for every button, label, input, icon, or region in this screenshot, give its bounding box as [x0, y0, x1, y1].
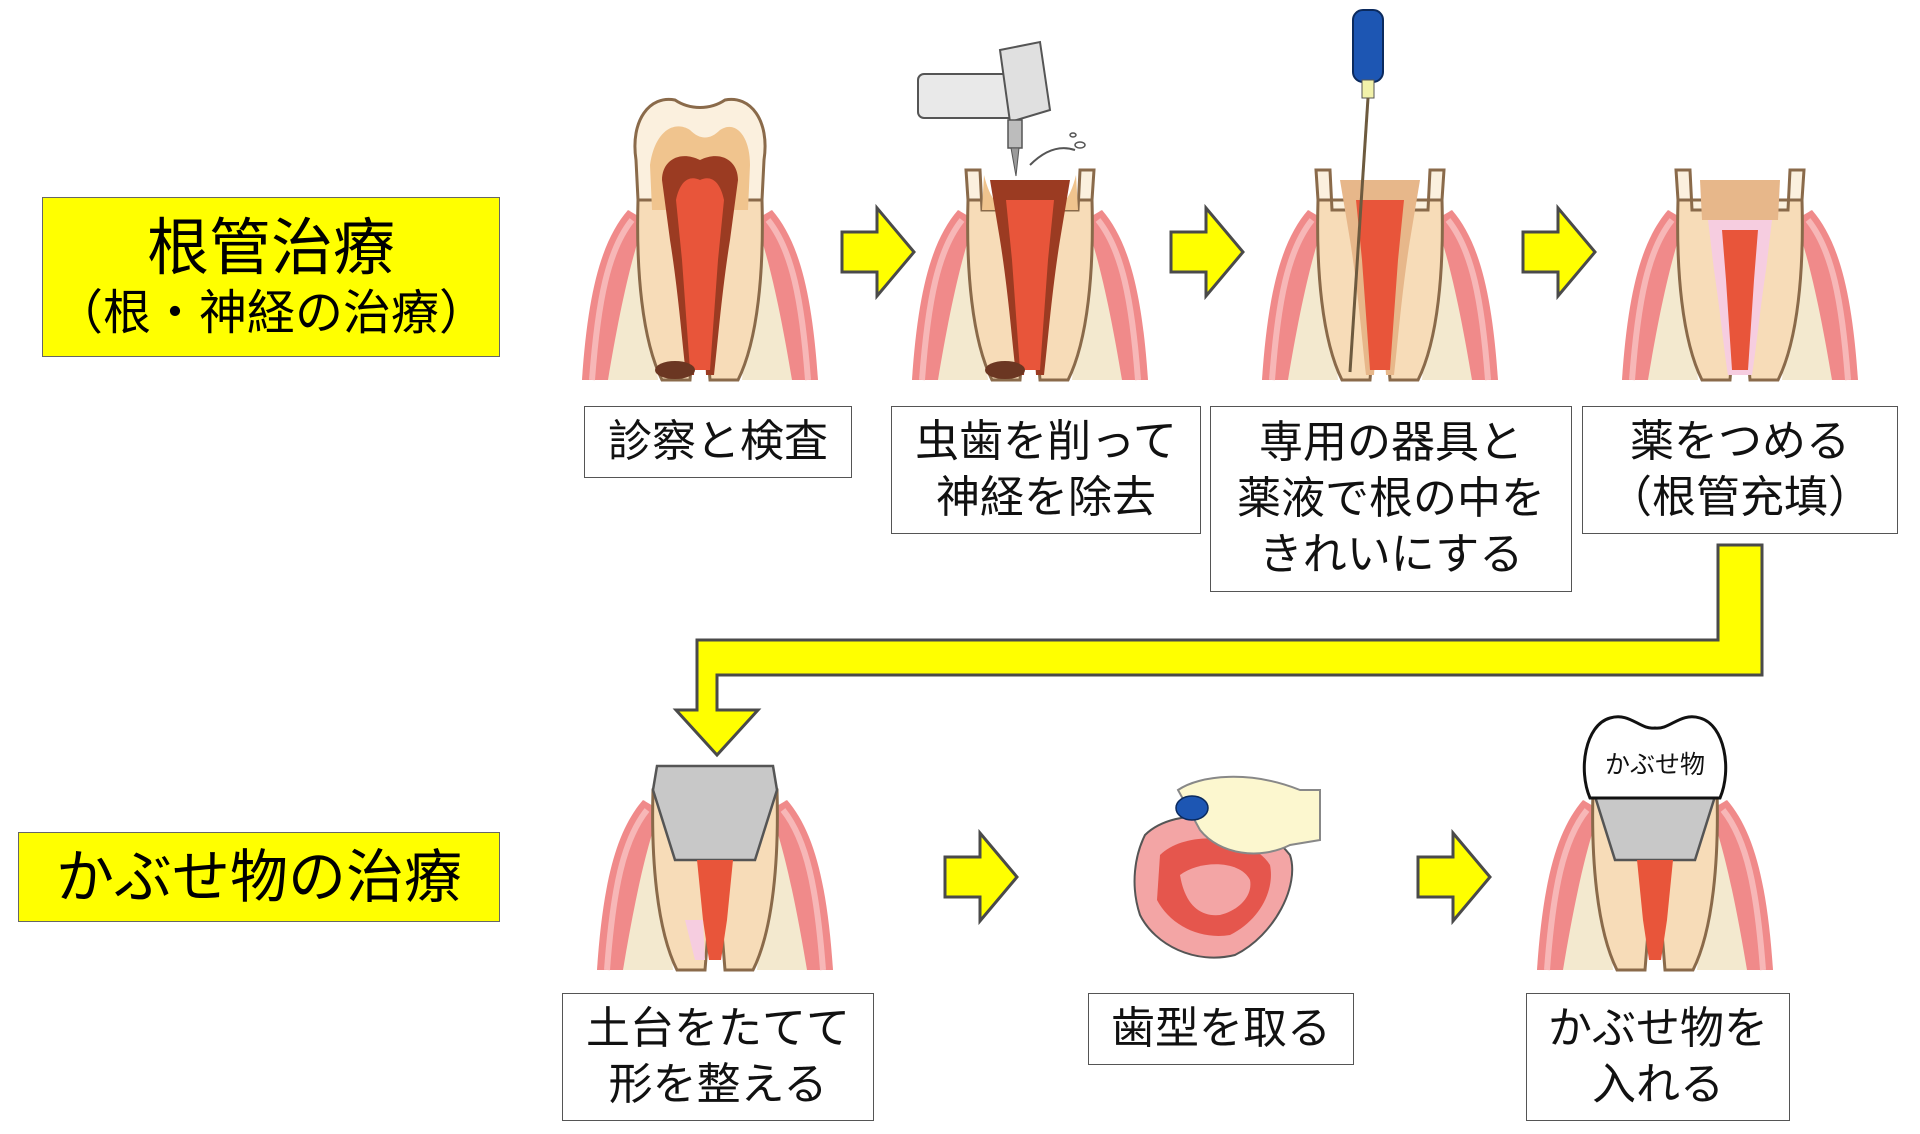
arrow-right-icon	[1169, 203, 1245, 301]
crown-piece-label: かぶせ物	[1604, 750, 1705, 779]
tooth-icon	[597, 764, 833, 970]
tooth-icon	[1262, 168, 1498, 380]
step-line: かぶせ物を	[1548, 1003, 1768, 1054]
step-box-build-core: 土台をたてて 形を整える	[562, 993, 874, 1121]
tooth-icon	[912, 168, 1148, 380]
step-line: 土台をたてて	[586, 1003, 850, 1054]
step-line: 薬をつめる	[1630, 416, 1850, 467]
step-line: （根管充填）	[1608, 472, 1872, 523]
tooth-icon	[582, 97, 818, 380]
arrow-right-icon	[1416, 828, 1492, 926]
step-line: きれいにする	[1258, 529, 1524, 580]
step-box-remove-nerve: 虫歯を削って 神経を除去	[891, 406, 1201, 534]
step-box-clean-canal: 専用の器具と 薬液で根の中を きれいにする	[1210, 406, 1572, 592]
arrow-down-icon	[672, 543, 1764, 758]
root-canal-label: 根管治療 （根・神経の治療）	[42, 197, 500, 357]
step-line: 薬液で根の中を	[1237, 473, 1545, 524]
step-box-exam: 診察と検査	[584, 406, 852, 478]
arrow-right-icon	[1521, 203, 1597, 301]
root-canal-subtitle: （根・神経の治療）	[54, 285, 487, 341]
step-box-place-crown: かぶせ物を 入れる	[1526, 993, 1790, 1121]
step-box-impression: 歯型を取る	[1088, 993, 1354, 1065]
step-line: 歯型を取る	[1111, 1003, 1331, 1054]
crown-treatment-title: かぶせ物の治療	[55, 843, 462, 911]
arrow-right-icon	[840, 203, 916, 301]
step-line: 神経を除去	[936, 472, 1156, 523]
tooth-icon	[1622, 168, 1858, 380]
step-line: 形を整える	[608, 1059, 828, 1110]
gloved-hand-icon	[1175, 775, 1321, 855]
step-line: 入れる	[1592, 1059, 1724, 1110]
step-line: 虫歯を削って	[915, 416, 1177, 467]
crown-treatment-label: かぶせ物の治療	[18, 832, 500, 922]
root-canal-title: 根管治療	[146, 211, 395, 284]
crown-piece	[1582, 715, 1728, 800]
step-line: 診察と検査	[608, 416, 828, 467]
drill-icon	[917, 40, 1086, 177]
step-box-fill-canal: 薬をつめる （根管充填）	[1582, 406, 1898, 534]
root-canal-file-icon	[1348, 9, 1384, 373]
arrow-right-icon	[943, 828, 1019, 926]
step-line: 専用の器具と	[1259, 417, 1523, 468]
